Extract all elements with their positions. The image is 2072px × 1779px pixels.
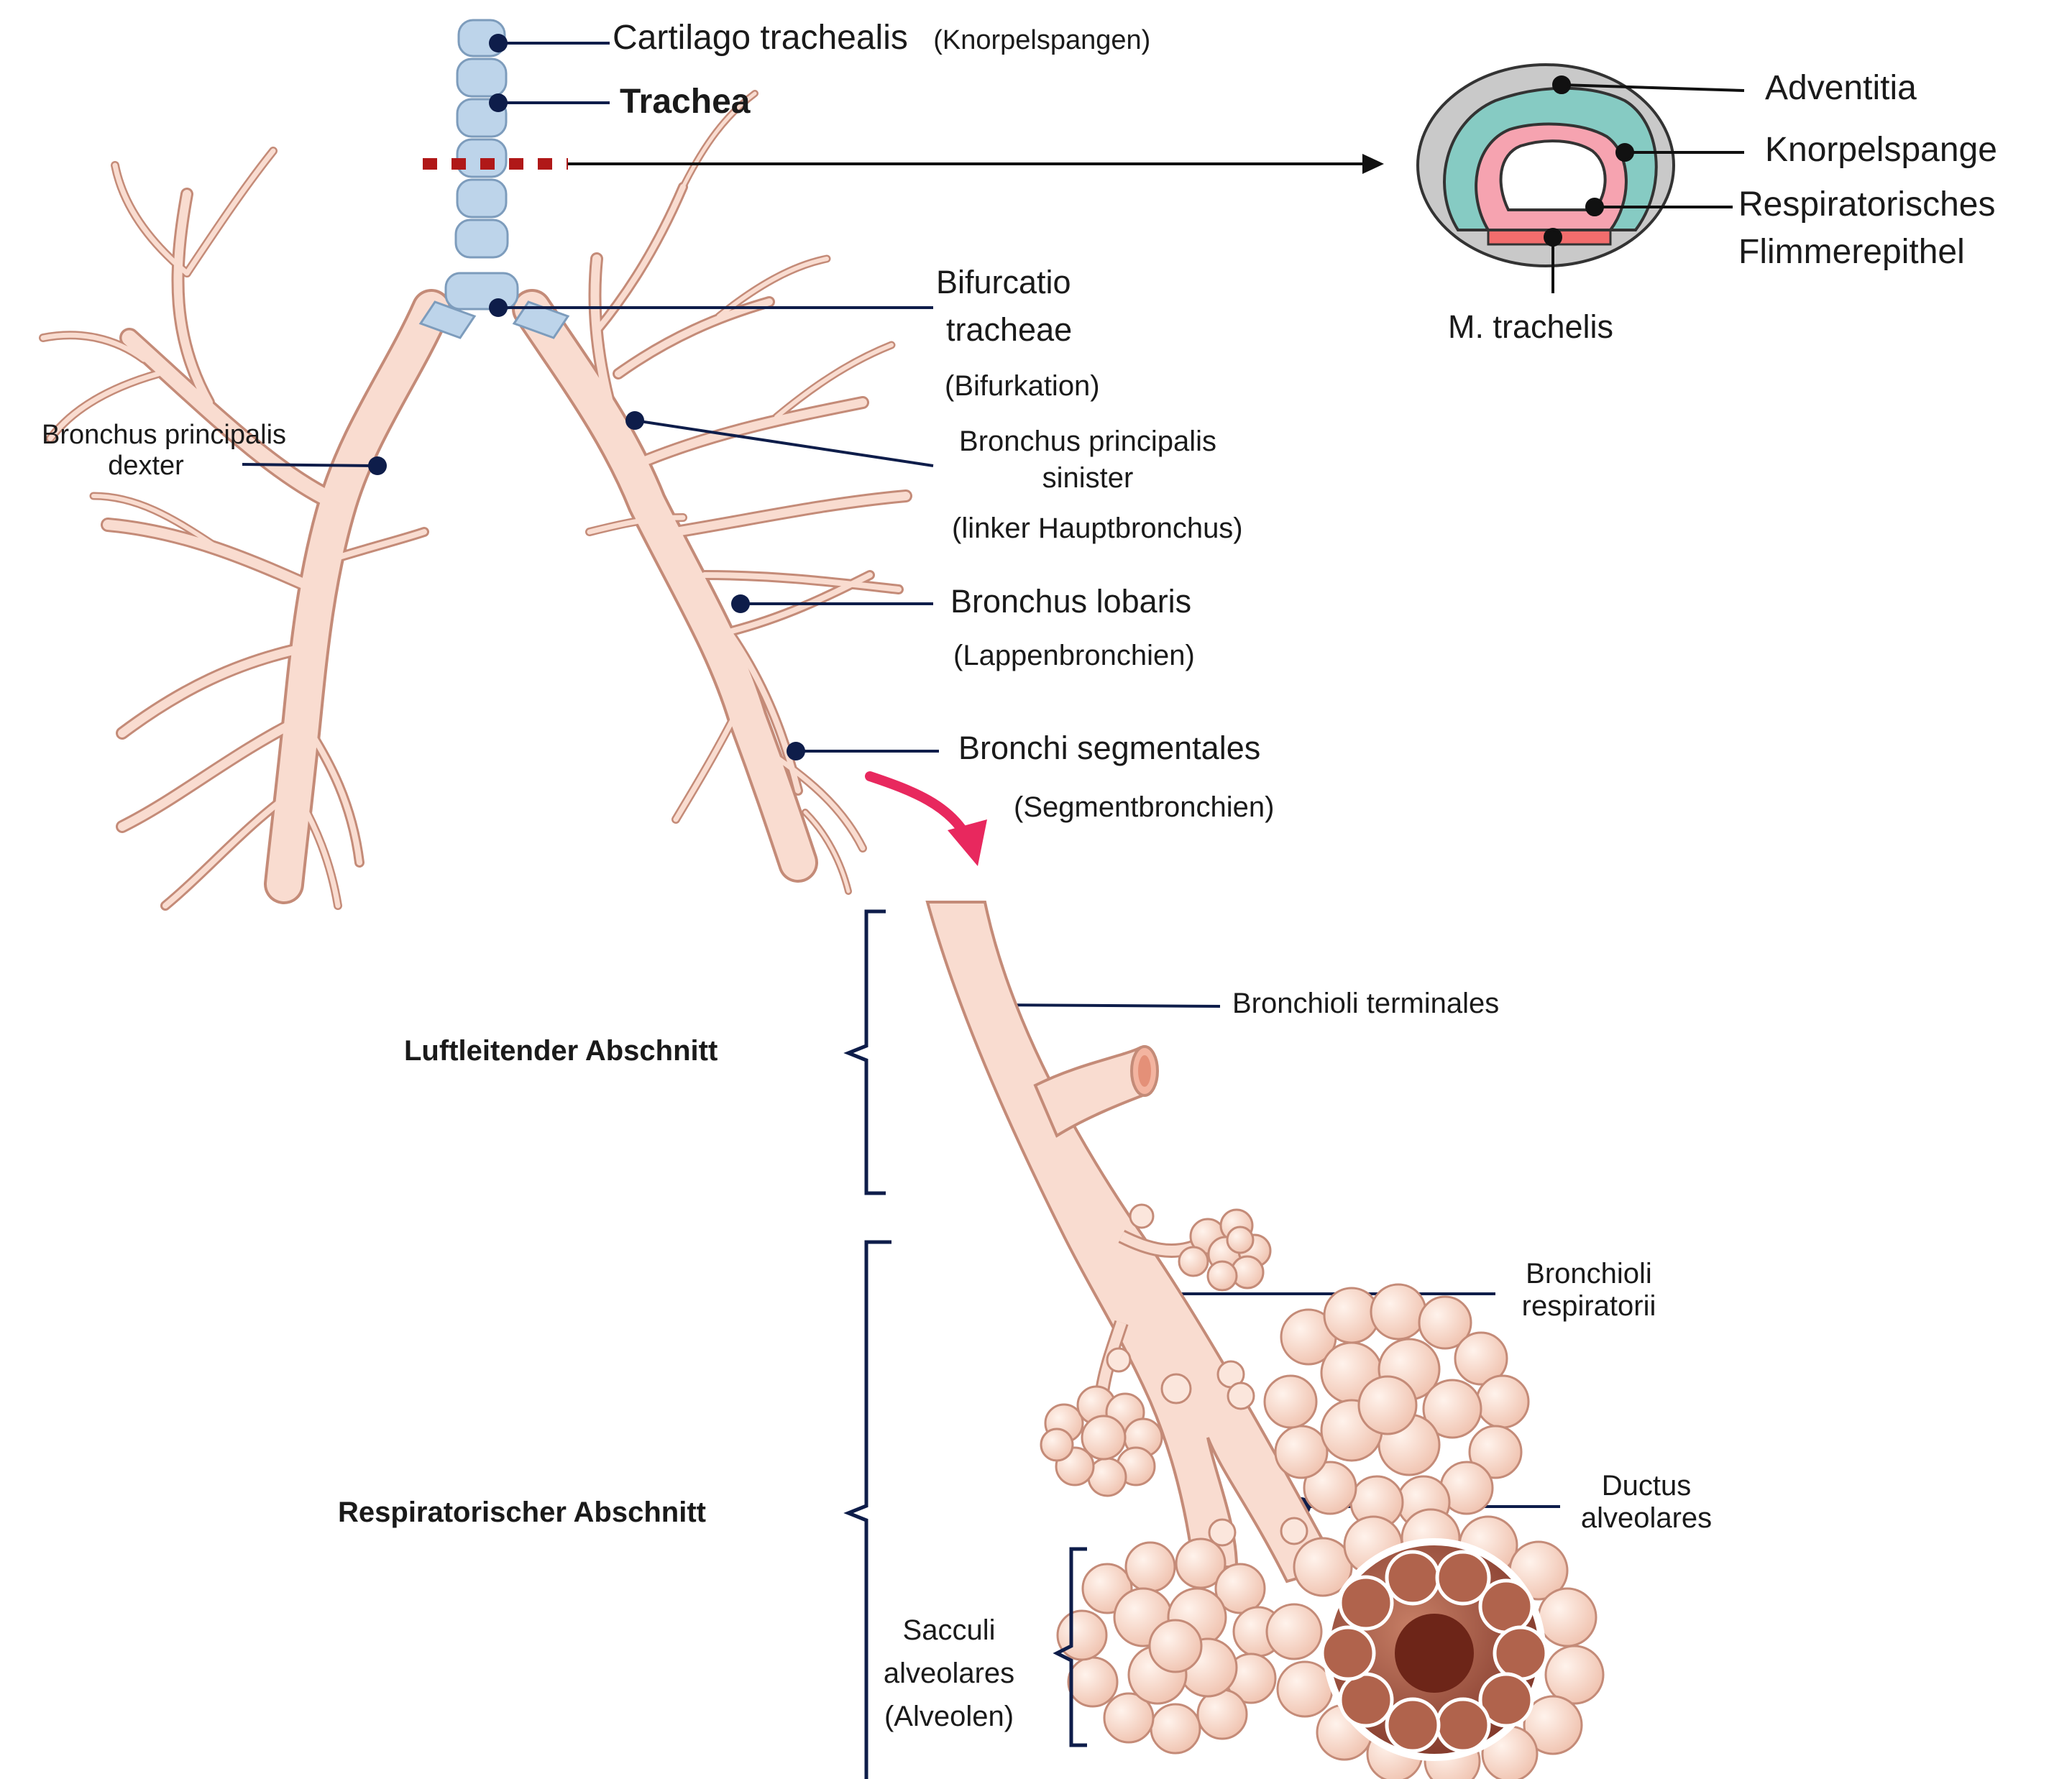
label-cartilago-latin: Cartilago trachealis [613, 19, 908, 57]
label-segmentales-german: (Segmentbronchien) [1014, 791, 1275, 823]
label-cartilago: Cartilago trachealis (Knorpelspangen) [613, 19, 1150, 58]
brackets [843, 909, 1087, 1779]
label-bifurcatio-1: Bifurcatio [936, 264, 1071, 300]
label-segmentales: Bronchi segmentales [958, 730, 1261, 766]
label-cartilago-german: (Knorpelspangen) [933, 25, 1151, 55]
label-bronchus-sinister: Bronchus principalis sinister [940, 426, 1285, 495]
dot-segmentales [787, 742, 805, 760]
cs-lumen [1499, 139, 1607, 211]
label-epithel-1: Respiratorisches [1738, 185, 1996, 224]
trachea-cross-section [1416, 63, 1745, 293]
label-ductus-1: Ductus [1601, 1470, 1692, 1502]
label-bronchus-sinister-2: sinister [1042, 461, 1134, 494]
label-respiratorii: Bronchioli respiratorii [1503, 1258, 1675, 1323]
label-bronchus-dexter-1: Bronchus principalis [41, 420, 287, 450]
dot-trachea [489, 93, 508, 112]
alveolar-cluster-small [1178, 1208, 1272, 1292]
alveolar-cluster-upper-right [1263, 1283, 1530, 1530]
label-bronchus-sinister-german: (linker Hauptbronchus) [952, 512, 1243, 544]
alveolar-cluster-left [1040, 1385, 1163, 1497]
label-terminales: Bronchioli terminales [1232, 988, 1500, 1019]
label-lobaris-german: (Lappenbronchien) [953, 640, 1195, 671]
label-trachelis: M. trachelis [1448, 308, 1614, 345]
zoom-arrow [865, 771, 987, 866]
label-respiratorii-1: Bronchioli [1526, 1258, 1652, 1290]
label-ductus-2: alveolares [1580, 1502, 1713, 1534]
label-sacculi-1: Sacculi [902, 1614, 996, 1646]
label-bronchus-sinister-1: Bronchus principalis [959, 426, 1216, 457]
dot-bronchus-sinister [625, 411, 644, 430]
label-lobaris: Bronchus lobaris [950, 583, 1192, 620]
alveolar-sac-cut [1265, 1508, 1605, 1779]
dot-lobaris [731, 594, 750, 613]
label-ductus: Ductus alveolares [1560, 1470, 1733, 1535]
dot-bifurcatio [489, 298, 508, 317]
alveolar-cluster-lower-left [1056, 1537, 1284, 1755]
label-respiratorii-2: respiratorii [1521, 1290, 1656, 1322]
label-respiratorisch: Respiratorischer Abschnitt [338, 1497, 706, 1528]
label-adventitia: Adventitia [1765, 69, 1917, 107]
label-sacculi-3: (Alveolen) [884, 1701, 1014, 1732]
label-trachea: Trachea [620, 83, 751, 121]
label-sacculi-2: alveolares [883, 1658, 1015, 1689]
label-luftleitend: Luftleitender Abschnitt [404, 1035, 718, 1067]
dot-bronchus-dexter [368, 456, 387, 475]
leader-lines [242, 42, 1560, 1508]
trachea-rings [418, 19, 570, 339]
label-epithel-2: Flimmerepithel [1738, 233, 1965, 271]
label-sacculi: Sacculi alveolares (Alveolen) [856, 1609, 1042, 1738]
label-bronchus-dexter: Bronchus principalis dexter [20, 420, 308, 481]
label-bifurcatio-german: (Bifurkation) [945, 370, 1100, 402]
bronchial-tree [39, 90, 912, 911]
bronchial-tree-fill [40, 91, 910, 909]
label-knorpelspange: Knorpelspange [1765, 131, 1997, 169]
section-marker [423, 154, 1384, 174]
dot-cartilago [489, 34, 508, 52]
label-bronchus-dexter-2: dexter [108, 450, 184, 481]
label-bifurcatio-2: tracheae [946, 311, 1073, 348]
